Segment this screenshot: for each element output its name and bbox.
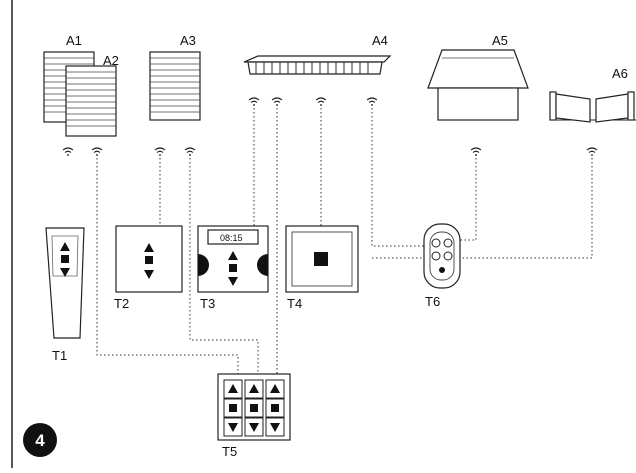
receiver-a6-wave-icon xyxy=(586,147,598,157)
label-a2: A2 xyxy=(103,53,119,68)
receiver-a2-wave-icon xyxy=(91,147,103,157)
label-a5: A5 xyxy=(492,33,508,48)
t2-stop-icon xyxy=(145,256,153,264)
actuator-a3-shutter xyxy=(149,51,201,121)
label-t1: T1 xyxy=(52,348,67,363)
transmitter-t4 xyxy=(285,225,359,293)
label-a4: A4 xyxy=(372,33,388,48)
transmitter-t5 xyxy=(217,373,291,441)
receiver-a4d-wave-icon xyxy=(366,97,378,107)
transmitter-t2 xyxy=(115,225,183,293)
actuator-a2-shutter xyxy=(65,65,117,137)
actuator-a6-gate xyxy=(549,91,636,123)
t3-time-display: 08:15 xyxy=(220,233,243,243)
receiver-a4c-wave-icon xyxy=(315,97,327,107)
t3-stop-icon xyxy=(229,264,237,272)
label-t2: T2 xyxy=(114,296,129,311)
t1-stop-icon xyxy=(61,255,69,263)
actuator-a5-garage xyxy=(427,49,529,121)
actuator-a4-awning xyxy=(243,55,392,75)
label-a6: A6 xyxy=(612,66,628,81)
figure-number-badge: 4 xyxy=(23,423,57,457)
receiver-a4b-wave-icon xyxy=(271,97,283,107)
label-t3: T3 xyxy=(200,296,215,311)
label-t5: T5 xyxy=(222,444,237,459)
label-a3: A3 xyxy=(180,33,196,48)
label-t4: T4 xyxy=(287,296,302,311)
signal-links xyxy=(96,108,593,380)
label-a1: A1 xyxy=(66,33,82,48)
receiver-a1-wave-icon xyxy=(62,147,74,157)
transmitter-t3: 08:15 xyxy=(197,225,269,293)
receiver-a3-wave-icon xyxy=(154,147,166,157)
label-t6: T6 xyxy=(425,294,440,309)
transmitter-t1 xyxy=(45,227,85,339)
figure-number: 4 xyxy=(35,431,45,450)
receiver-a3b-wave-icon xyxy=(184,147,196,157)
transmitter-t6 xyxy=(423,223,461,289)
t4-stop-icon xyxy=(314,252,328,266)
receiver-a4a-wave-icon xyxy=(248,97,260,107)
receiver-a5-wave-icon xyxy=(470,147,482,157)
t5-stop-icon xyxy=(229,404,237,412)
